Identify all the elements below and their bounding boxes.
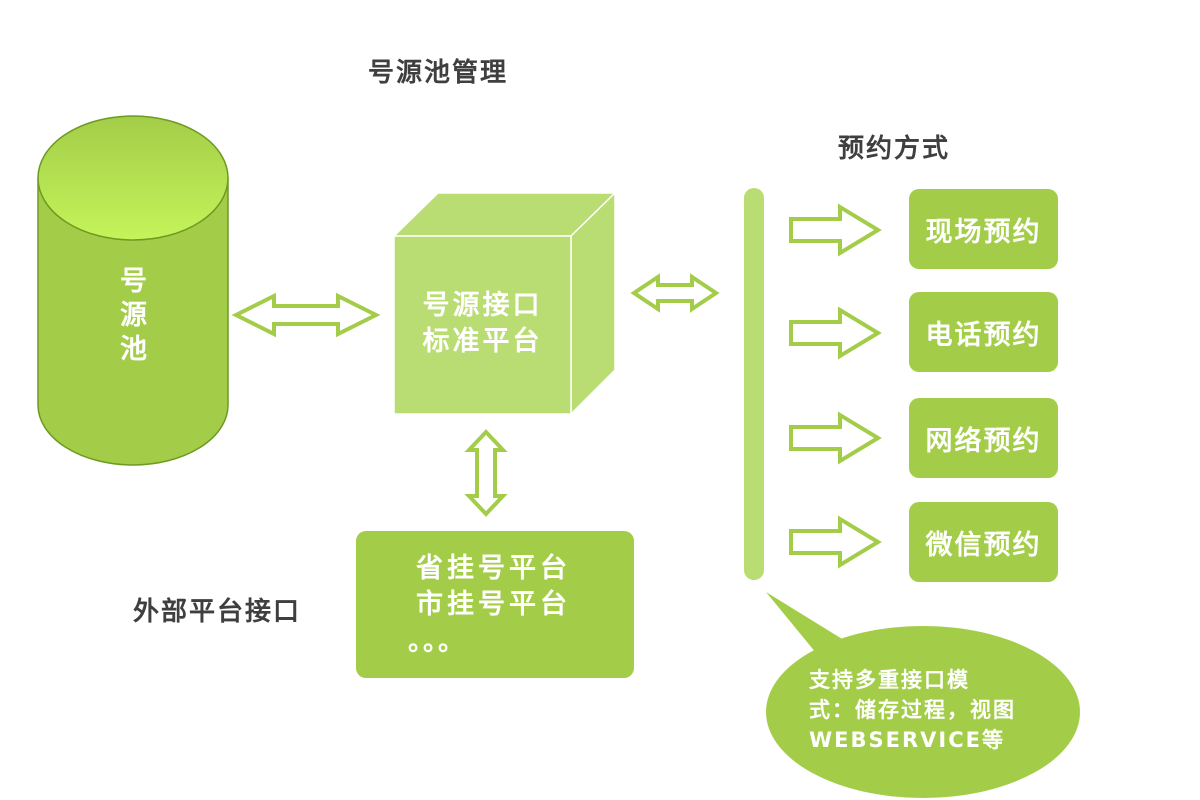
method-label: 电话预约 [925,319,1042,351]
pool-label-char: 号 [120,266,147,297]
booking-methods-title: 预约方式 [838,134,951,164]
arrow-right-icon [789,411,882,465]
external-platform-ellipsis: 。。。 [408,627,467,657]
external-platforms-box: 省挂号平台 市挂号平台 。。。 [356,531,634,678]
pool-label-char: 源 [120,300,147,331]
methods-connector-bar [744,188,764,580]
double-arrow-platform-external-icon [464,429,508,517]
cube-label-line: 号源接口 [422,290,543,321]
double-arrow-platform-methods-icon [630,273,720,313]
source-pool-cylinder: 号 源 池 [37,115,230,467]
arrow-right-icon [789,203,882,257]
method-box-phone: 电话预约 [909,292,1058,372]
pool-label-char: 池 [120,334,147,365]
cylinder-shape [37,115,229,466]
cube-label-line: 标准平台 [422,326,543,357]
double-arrow-pool-platform-icon [231,292,381,338]
method-box-onsite: 现场预约 [909,189,1058,269]
method-label: 现场预约 [925,216,1042,248]
arrow-right-icon [789,306,882,360]
cube-label: 号源接口 标准平台 [394,288,571,360]
pool-label: 号 源 池 [37,265,230,367]
cube-shape [392,191,617,416]
callout-line: 式：储存过程，视图 [809,698,1016,722]
method-label: 网络预约 [925,425,1042,457]
interface-platform-cube: 号源接口 标准平台 [392,191,617,416]
external-platform-line: 市挂号平台 [416,589,571,620]
pool-management-title: 号源池管理 [368,58,509,88]
external-platform-line: 省挂号平台 [416,553,571,584]
method-box-online: 网络预约 [909,398,1058,478]
callout-bubble [766,592,1080,798]
callout-line: WEBSERVICE等 [809,728,1005,752]
arrow-right-icon [789,515,882,569]
callout-text: 支持多重接口模 式：储存过程，视图 WEBSERVICE等 [809,665,1016,755]
method-box-wechat: 微信预约 [909,502,1058,582]
callout-line: 支持多重接口模 [809,668,970,692]
method-label: 微信预约 [925,529,1042,561]
external-interface-title: 外部平台接口 [133,597,302,627]
